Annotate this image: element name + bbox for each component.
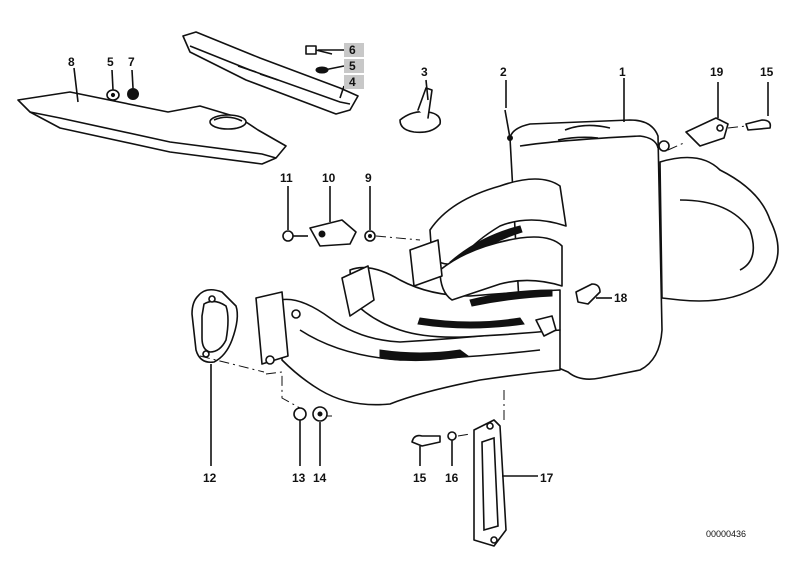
- gasket-12[interactable]: [191, 288, 239, 364]
- callout-18[interactable]: 18: [614, 291, 628, 305]
- callout-19[interactable]: 19: [710, 65, 724, 79]
- callout-8[interactable]: 8: [68, 55, 75, 69]
- callout-15-bottom[interactable]: 15: [413, 471, 427, 485]
- callout-2[interactable]: 2: [500, 65, 507, 79]
- nut-7[interactable]: [127, 88, 139, 100]
- assembly-lines: [199, 125, 747, 437]
- sensor-plug-18[interactable]: [575, 283, 601, 305]
- diagram-code: 00000436: [706, 529, 746, 539]
- callout-14[interactable]: 14: [313, 471, 327, 485]
- nut-14[interactable]: [312, 406, 328, 422]
- drain-plug[interactable]: [535, 315, 557, 337]
- washer-9[interactable]: [364, 230, 376, 242]
- callout-6[interactable]: 6: [349, 43, 356, 57]
- callout-5-left[interactable]: 5: [107, 55, 114, 69]
- heat-shield-lower[interactable]: [17, 91, 287, 165]
- callout-5-right[interactable]: 5: [349, 59, 356, 73]
- callout-labels: 8 5 7 6 5 4 3 2 1 19 15 11 10 9 18 12 13…: [68, 43, 774, 485]
- highlight-6: [344, 43, 364, 57]
- cover-cap-3[interactable]: [399, 87, 442, 134]
- callout-4[interactable]: 4: [349, 75, 356, 89]
- heat-shield-upper[interactable]: [182, 31, 359, 115]
- leader-lines: [73, 49, 769, 477]
- strap-17[interactable]: [473, 419, 507, 547]
- callout-13[interactable]: 13: [292, 471, 306, 485]
- washer-5-left[interactable]: [106, 89, 120, 101]
- callout-15-top[interactable]: 15: [760, 65, 774, 79]
- bolt-2[interactable]: [504, 109, 513, 141]
- bracket-10[interactable]: [309, 219, 357, 247]
- callout-12[interactable]: 12: [203, 471, 217, 485]
- callout-11[interactable]: 11: [280, 171, 293, 185]
- bolt-15-bottom[interactable]: [411, 434, 441, 447]
- callout-17[interactable]: 17: [540, 471, 554, 485]
- callout-16[interactable]: 16: [445, 471, 459, 485]
- highlight-4: [344, 75, 364, 89]
- bracket-19[interactable]: [658, 117, 729, 152]
- exhaust-manifold-1[interactable]: [255, 119, 779, 406]
- callout-3[interactable]: 3: [421, 65, 428, 79]
- callout-10[interactable]: 10: [322, 171, 336, 185]
- washer-13[interactable]: [293, 407, 307, 421]
- highlight-5: [344, 59, 364, 73]
- bolt-15-top[interactable]: [745, 119, 772, 131]
- callout-9[interactable]: 9: [365, 171, 372, 185]
- washer-16[interactable]: [447, 431, 457, 441]
- bolt-11[interactable]: [282, 230, 308, 242]
- callout-1[interactable]: 1: [619, 65, 626, 79]
- callout-7[interactable]: 7: [128, 55, 135, 69]
